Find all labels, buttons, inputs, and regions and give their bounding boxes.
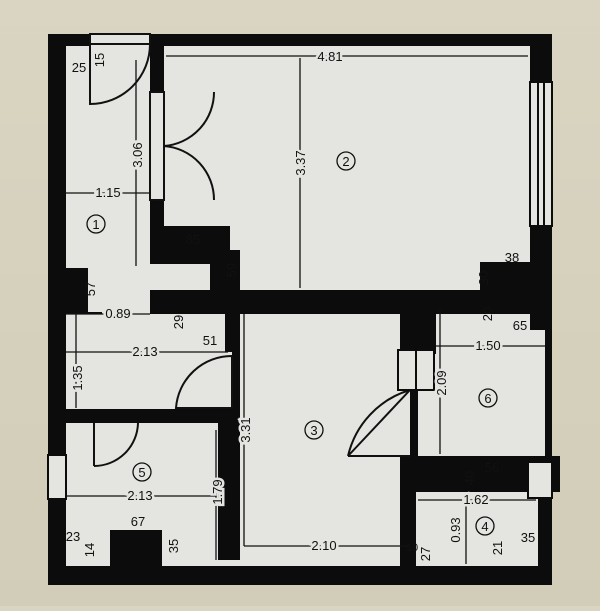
closet-doors [149,91,216,201]
dim-209: 2.09 [434,370,449,395]
dim-210: 2.10 [311,538,336,553]
dim-40: 40 [462,471,477,485]
wall-hall-top [62,312,102,314]
wall-r2-corner [480,262,552,314]
entry-door [89,33,151,106]
dim-65: 65 [513,318,527,333]
dim-14: 14 [82,543,97,557]
dim-67: 67 [131,514,145,529]
room6-panel [397,349,435,391]
dim-115: 1.15 [95,185,120,200]
room-6-marker: 6 [478,388,498,408]
dim-213a: 2.13 [132,344,157,359]
dim-56: 56 [485,460,499,475]
dim-21: 21 [490,541,505,555]
dim-179: 1.79 [210,479,225,504]
wall-r1-notch [62,268,88,312]
dim-213b: 2.13 [127,488,152,503]
wall-r5-bottom-block [110,530,162,566]
dim-35b: 35 [521,530,535,545]
window-right [529,81,553,227]
dim-093: 0.93 [448,517,463,542]
dim-337: 3.37 [293,150,308,175]
wall-r5-right [218,423,232,560]
dimension-lines [66,55,545,564]
dimension-labels: 4.81 15 25 3.06 3.37 1.15 85 59 57 30 38… [66,47,535,562]
room3-door [347,389,411,457]
dim-481: 4.81 [317,49,342,64]
dim-59: 59 [224,263,239,277]
wall-r2-bottom [150,290,530,314]
wall-r3-r6 [410,354,418,456]
room-1-marker: 1 [86,214,106,234]
wall-r4-right [538,492,552,572]
room4-window [527,461,553,499]
room-3-marker: 3 [304,420,324,440]
wall-outer-right-top [530,34,552,82]
dim-23: 23 [66,529,80,544]
bath-door [93,422,139,467]
hall-door [174,354,233,409]
dim-162: 1.62 [463,492,488,507]
wall-r6-left [400,306,436,348]
room-4-marker: 4 [475,516,495,536]
dim-85: 85 [186,232,200,247]
room-5-marker: 5 [132,462,152,482]
dim-10: 10 [406,542,418,554]
room-5-label: 5 [138,465,145,480]
wall-outer-left [48,34,66,585]
room-2-label: 2 [342,154,349,169]
dim-51: 51 [203,333,217,348]
dim-20: 20 [480,307,495,321]
dim-135: 1.35 [70,365,85,390]
wall-outer-bottom [48,566,552,585]
wall-outer-right-low [545,330,552,464]
dim-089: 0.89 [105,306,130,321]
dim-35a: 35 [166,539,181,553]
room-2-marker: 2 [336,151,356,171]
dim-38: 38 [505,250,519,265]
dim-331: 3.31 [238,417,253,442]
window-left-frame [47,454,67,500]
room-3-label: 3 [310,423,317,438]
dim-57: 57 [83,282,98,296]
wall-r2-stub [210,250,240,314]
dim-150: 1.50 [475,338,500,353]
dim-25: 25 [72,60,86,75]
room-4-label: 4 [481,519,488,534]
wall-outer-top [150,34,552,46]
wall-r4-left [400,492,416,572]
room-6-label: 6 [484,391,491,406]
wall-r3-left [232,306,240,560]
dim-29: 29 [171,315,186,329]
dim-15: 15 [92,53,107,67]
dim-27: 27 [418,547,433,561]
wall-hall-bottom [62,409,240,423]
room-1-label: 1 [92,217,99,232]
dim-306: 3.06 [130,142,145,167]
room-numbers: 1 2 3 4 5 6 [86,151,498,536]
dim-30: 30 [476,271,491,285]
